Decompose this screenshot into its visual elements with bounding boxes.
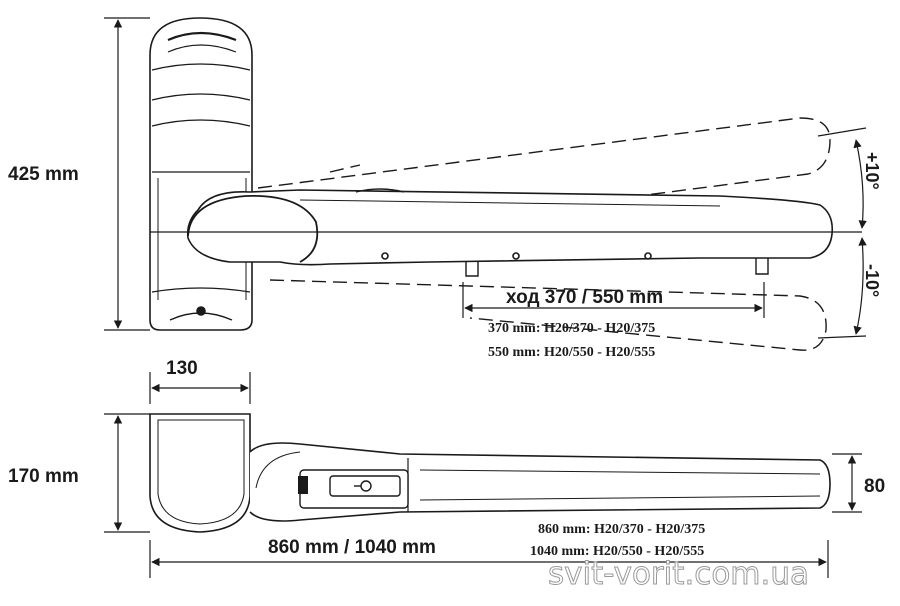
side-width-label: 130 <box>166 358 198 379</box>
angle-down-label: -10° <box>862 264 882 297</box>
brand-plate <box>298 476 308 494</box>
length-model-line-1: 860 mm: H20/370 - H20/375 <box>538 522 705 537</box>
angle-up-label: +10° <box>862 152 882 190</box>
width-dimension <box>149 372 251 404</box>
ghost-arm-down <box>269 279 827 351</box>
main-arm <box>186 188 834 277</box>
side-view <box>104 372 862 578</box>
release-key-icon <box>196 306 206 316</box>
length-dimension <box>149 540 829 578</box>
height-dimension <box>104 17 150 331</box>
length-label: 860 mm / 1040 mm <box>268 537 436 558</box>
stroke-model-line-2: 550 mm: H20/550 - H20/555 <box>488 345 655 360</box>
side-height-dimension <box>104 413 150 533</box>
angle-dimension <box>817 127 867 339</box>
stroke-model-line-1: 370 mm: H20/370 - H20/375 <box>488 321 655 336</box>
motor-housing <box>149 17 253 331</box>
side-height-label: 170 mm <box>8 466 79 487</box>
stroke-label: ход 370 / 550 mm <box>506 287 663 308</box>
top-height-label: 425 mm <box>8 164 79 185</box>
watermark: svit-vorit.com.ua <box>548 556 809 592</box>
ghost-arm-up <box>257 117 831 241</box>
arm-height-label: 80 <box>864 476 885 497</box>
top-view <box>104 17 867 351</box>
length-model-line-2: 1040 mm: H20/550 - H20/555 <box>530 544 704 559</box>
motor-housing-side <box>149 413 251 533</box>
arm-height-dimension <box>832 453 862 513</box>
arm-side <box>249 442 831 522</box>
stroke-dimension <box>462 282 765 318</box>
